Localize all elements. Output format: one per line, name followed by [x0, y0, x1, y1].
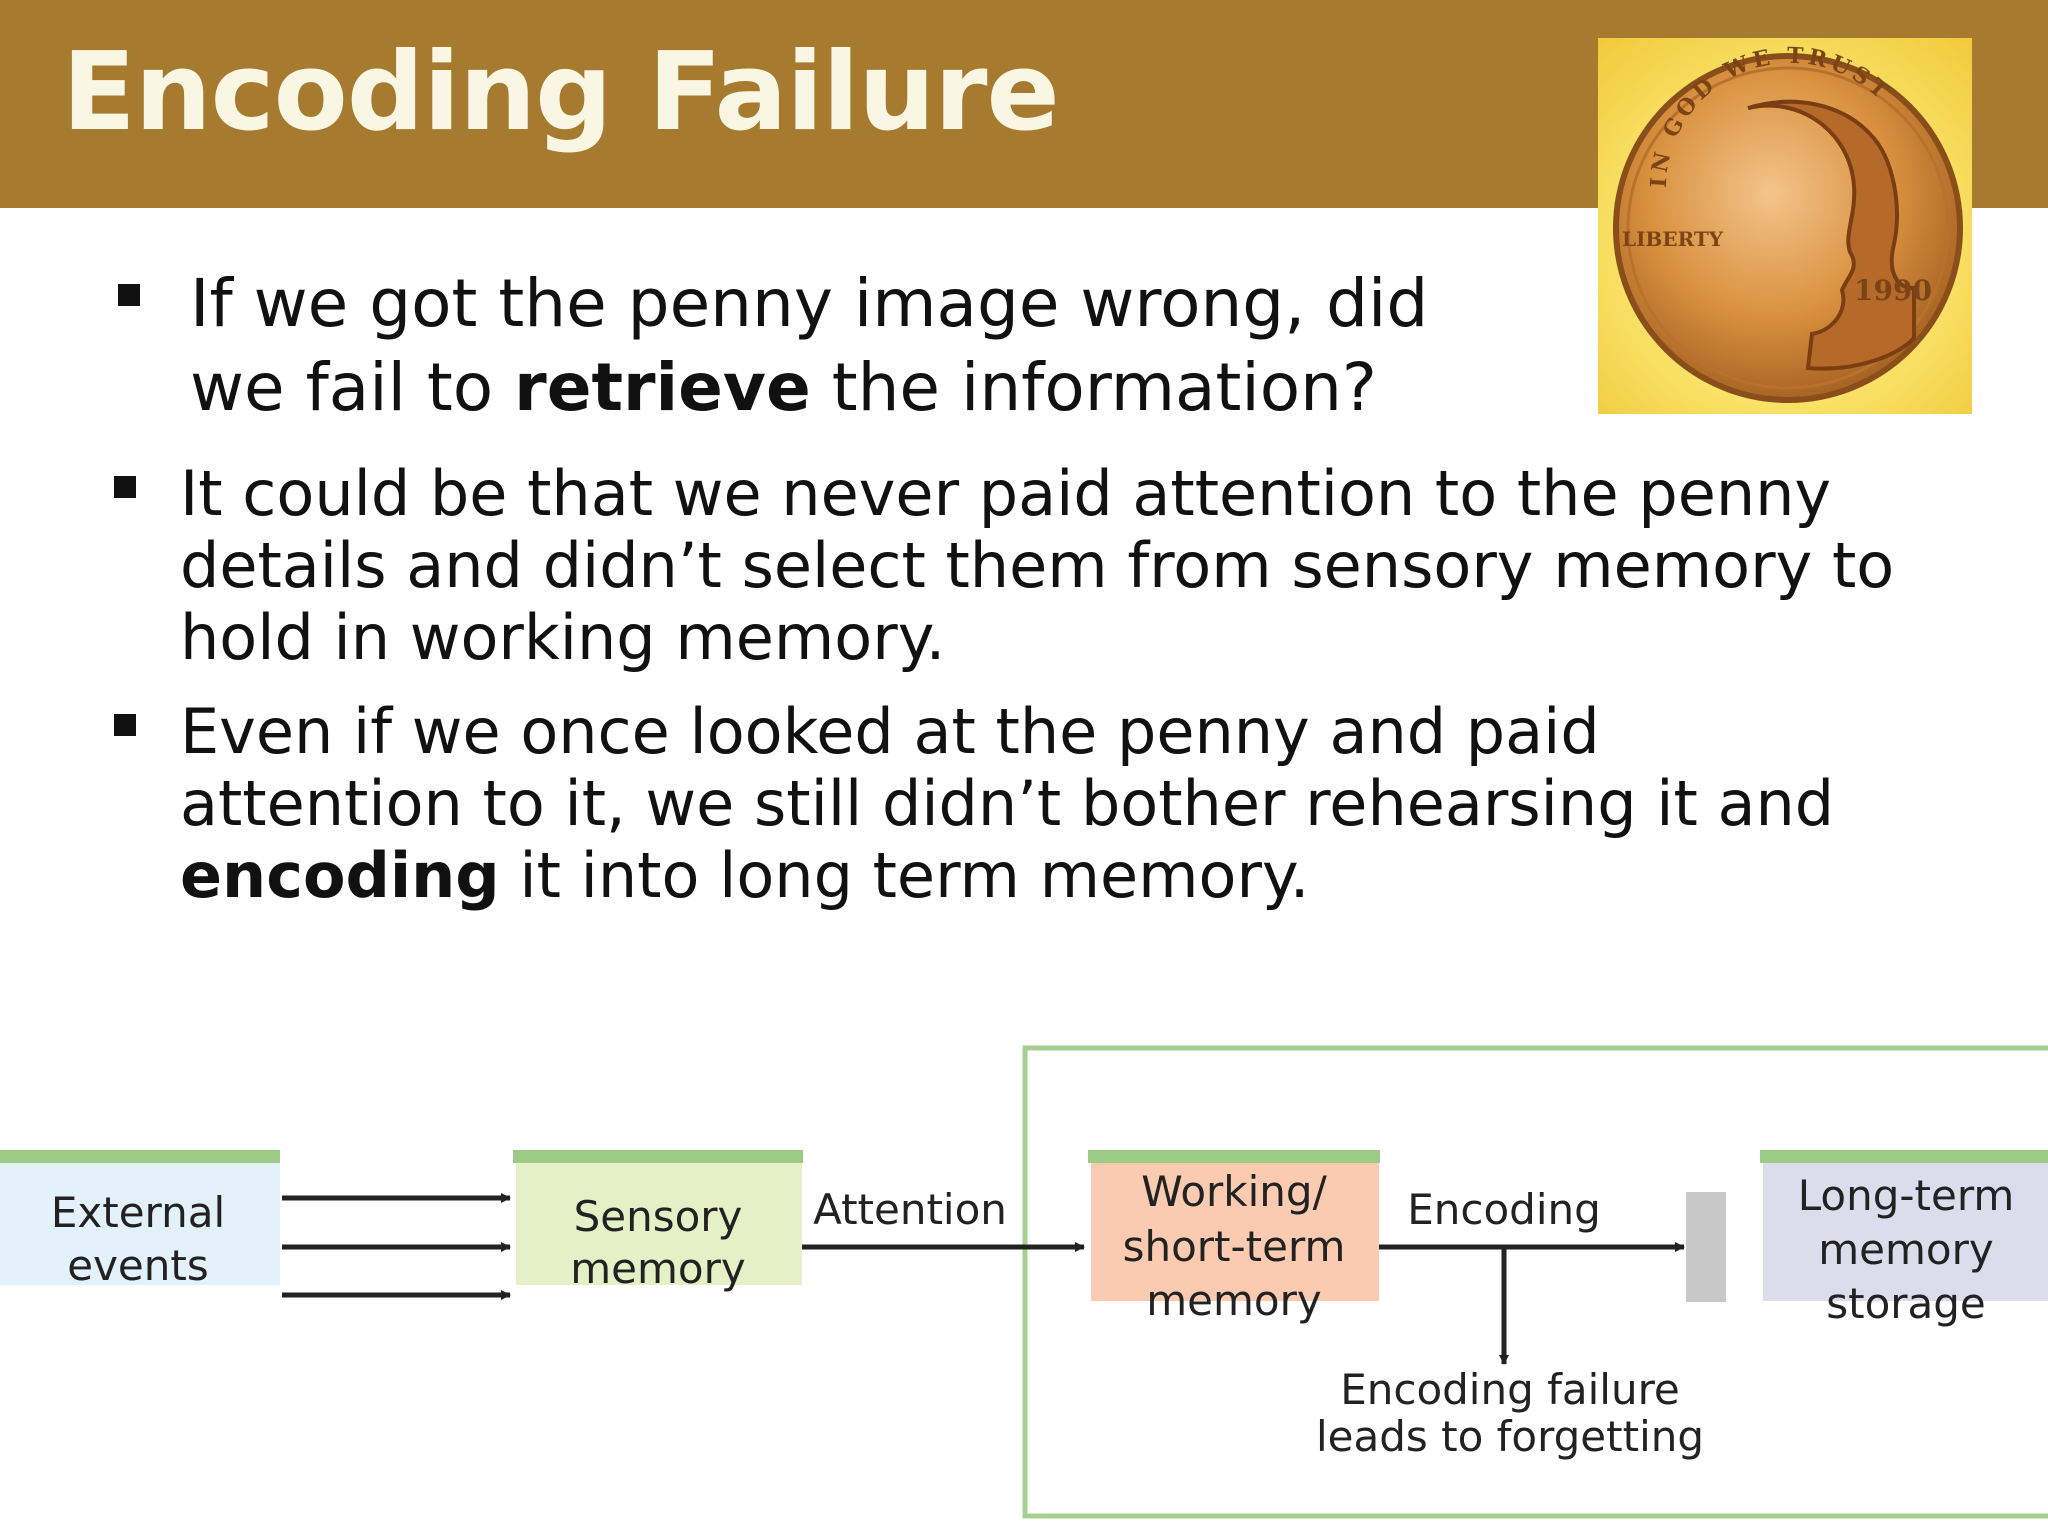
bullet-square-icon [114, 476, 136, 498]
lincoln-portrait-icon [1747, 99, 1916, 371]
bullet-text: If we got the penny image wrong, did we … [190, 265, 1429, 426]
memory-frame [1022, 1045, 2048, 1519]
bullet-square-icon [118, 284, 140, 306]
bullet-text: Even if we once looked at the penny and … [180, 695, 1835, 912]
memory-flow-svg: External events Sensory memory Attention… [0, 1045, 2048, 1519]
penny-year: 1990 [1854, 274, 1932, 307]
bullet-attention: It could be that we never paid attention… [114, 457, 1900, 674]
svg-text:memory: memory [570, 1244, 746, 1293]
penny-coin-icon: IN GOD WE TRUST LIBERTY 1990 [1613, 43, 1963, 403]
external-events-box: External events [0, 1150, 280, 1290]
penny-liberty: LIBERTY [1622, 227, 1724, 251]
encoding-gate [1686, 1192, 1726, 1302]
svg-text:Sensory: Sensory [574, 1192, 743, 1241]
working-memory-box: Working/ short-term memory [1088, 1150, 1380, 1325]
sensory-memory-box: Sensory memory [513, 1150, 803, 1293]
memory-flow-diagram: External events Sensory memory Attention… [0, 1040, 2048, 1536]
svg-text:storage: storage [1826, 1279, 1986, 1328]
penny-image: IN GOD WE TRUST LIBERTY 1990 [1598, 38, 1972, 414]
slide-title: Encoding Failure [62, 30, 1060, 155]
encoding-label: Encoding [1407, 1185, 1601, 1234]
failure-label-line2: leads to forgetting [1316, 1412, 1704, 1461]
svg-text:memory: memory [1146, 1276, 1322, 1325]
svg-text:short-term: short-term [1123, 1222, 1346, 1271]
svg-text:External: External [51, 1188, 225, 1237]
svg-text:events: events [67, 1241, 209, 1290]
bullet-retrieve: If we got the penny image wrong, did we … [118, 262, 1450, 430]
svg-text:Working/: Working/ [1141, 1167, 1327, 1216]
bullet-text: It could be that we never paid attention… [180, 457, 1895, 674]
failure-label-line1: Encoding failure [1340, 1365, 1680, 1414]
svg-text:Long-term: Long-term [1798, 1171, 2015, 1220]
attention-label: Attention [813, 1185, 1007, 1234]
bullet-square-icon [114, 714, 136, 736]
bullet-encoding: Even if we once looked at the penny and … [114, 695, 1900, 912]
svg-text:memory: memory [1818, 1225, 1994, 1274]
long-term-memory-box: Long-term memory storage [1760, 1150, 2048, 1328]
